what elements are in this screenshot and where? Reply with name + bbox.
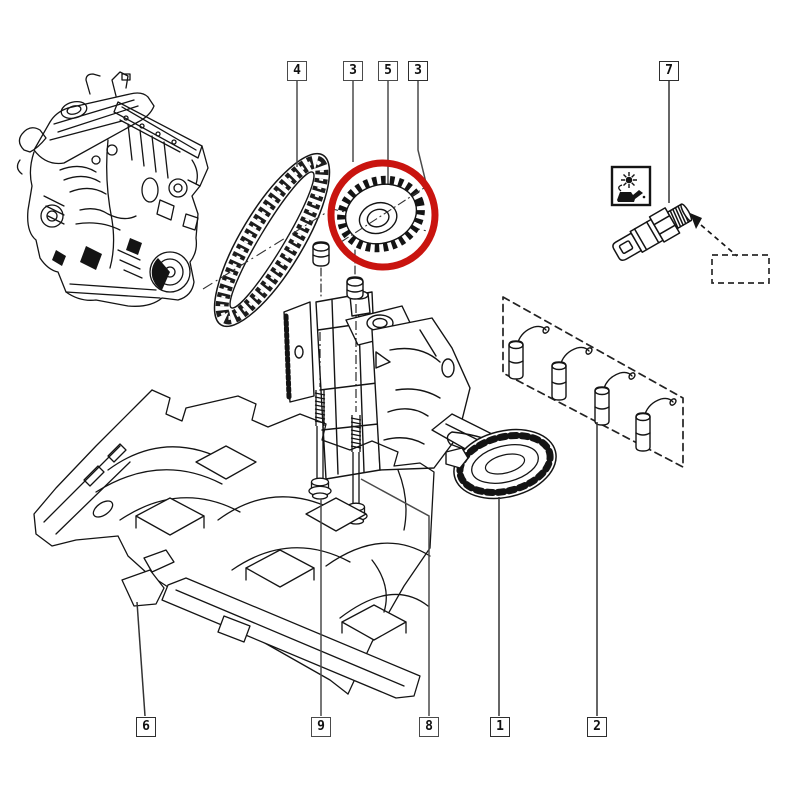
callout-4-chain[interactable]: 4 — [287, 61, 307, 81]
leader-3b — [417, 81, 429, 192]
callout-8-bolt[interactable]: 8 — [419, 717, 439, 737]
callout-3-dowel-b[interactable]: 3 — [408, 61, 428, 81]
pickup-strainer — [453, 428, 557, 500]
dowel-bush-2 — [346, 249, 364, 300]
oil-pan-baffle — [33, 389, 435, 699]
callout-9-bolt[interactable]: 9 — [311, 717, 331, 737]
warning-light-burst-icon — [621, 172, 637, 188]
oil-pressure-sensor — [612, 203, 693, 261]
arrowhead-icon — [690, 213, 702, 229]
jets-dashed-boundary — [502, 296, 684, 468]
camshaft-sprocket — [337, 175, 425, 253]
callout-5-sprocket[interactable]: 5 — [378, 61, 398, 81]
callout-6-baffle[interactable]: 6 — [136, 717, 156, 737]
callout-7-sensor[interactable]: 7 — [659, 61, 679, 81]
piston-oil-jets — [502, 296, 684, 468]
callout-1-pump[interactable]: 1 — [490, 717, 510, 737]
pump-bolt-long — [308, 332, 332, 500]
engine-assembly — [16, 71, 209, 307]
timing-chain — [213, 152, 331, 328]
leader-8 — [360, 478, 430, 716]
callout-2-jets[interactable]: 2 — [587, 717, 607, 737]
leader-lines — [136, 81, 670, 717]
leader-6 — [136, 601, 146, 717]
highlight-circle[interactable] — [327, 159, 439, 271]
sensor-location-pointer — [690, 213, 770, 284]
oil-pump-assembly — [283, 290, 557, 500]
oil-can-icon — [617, 190, 646, 202]
oil-pressure-warning-icon — [610, 165, 652, 207]
dowel-bush-1 — [312, 241, 330, 297]
sensor-target-dashed-box — [711, 254, 770, 284]
callout-3-dowel-a[interactable]: 3 — [343, 61, 363, 81]
